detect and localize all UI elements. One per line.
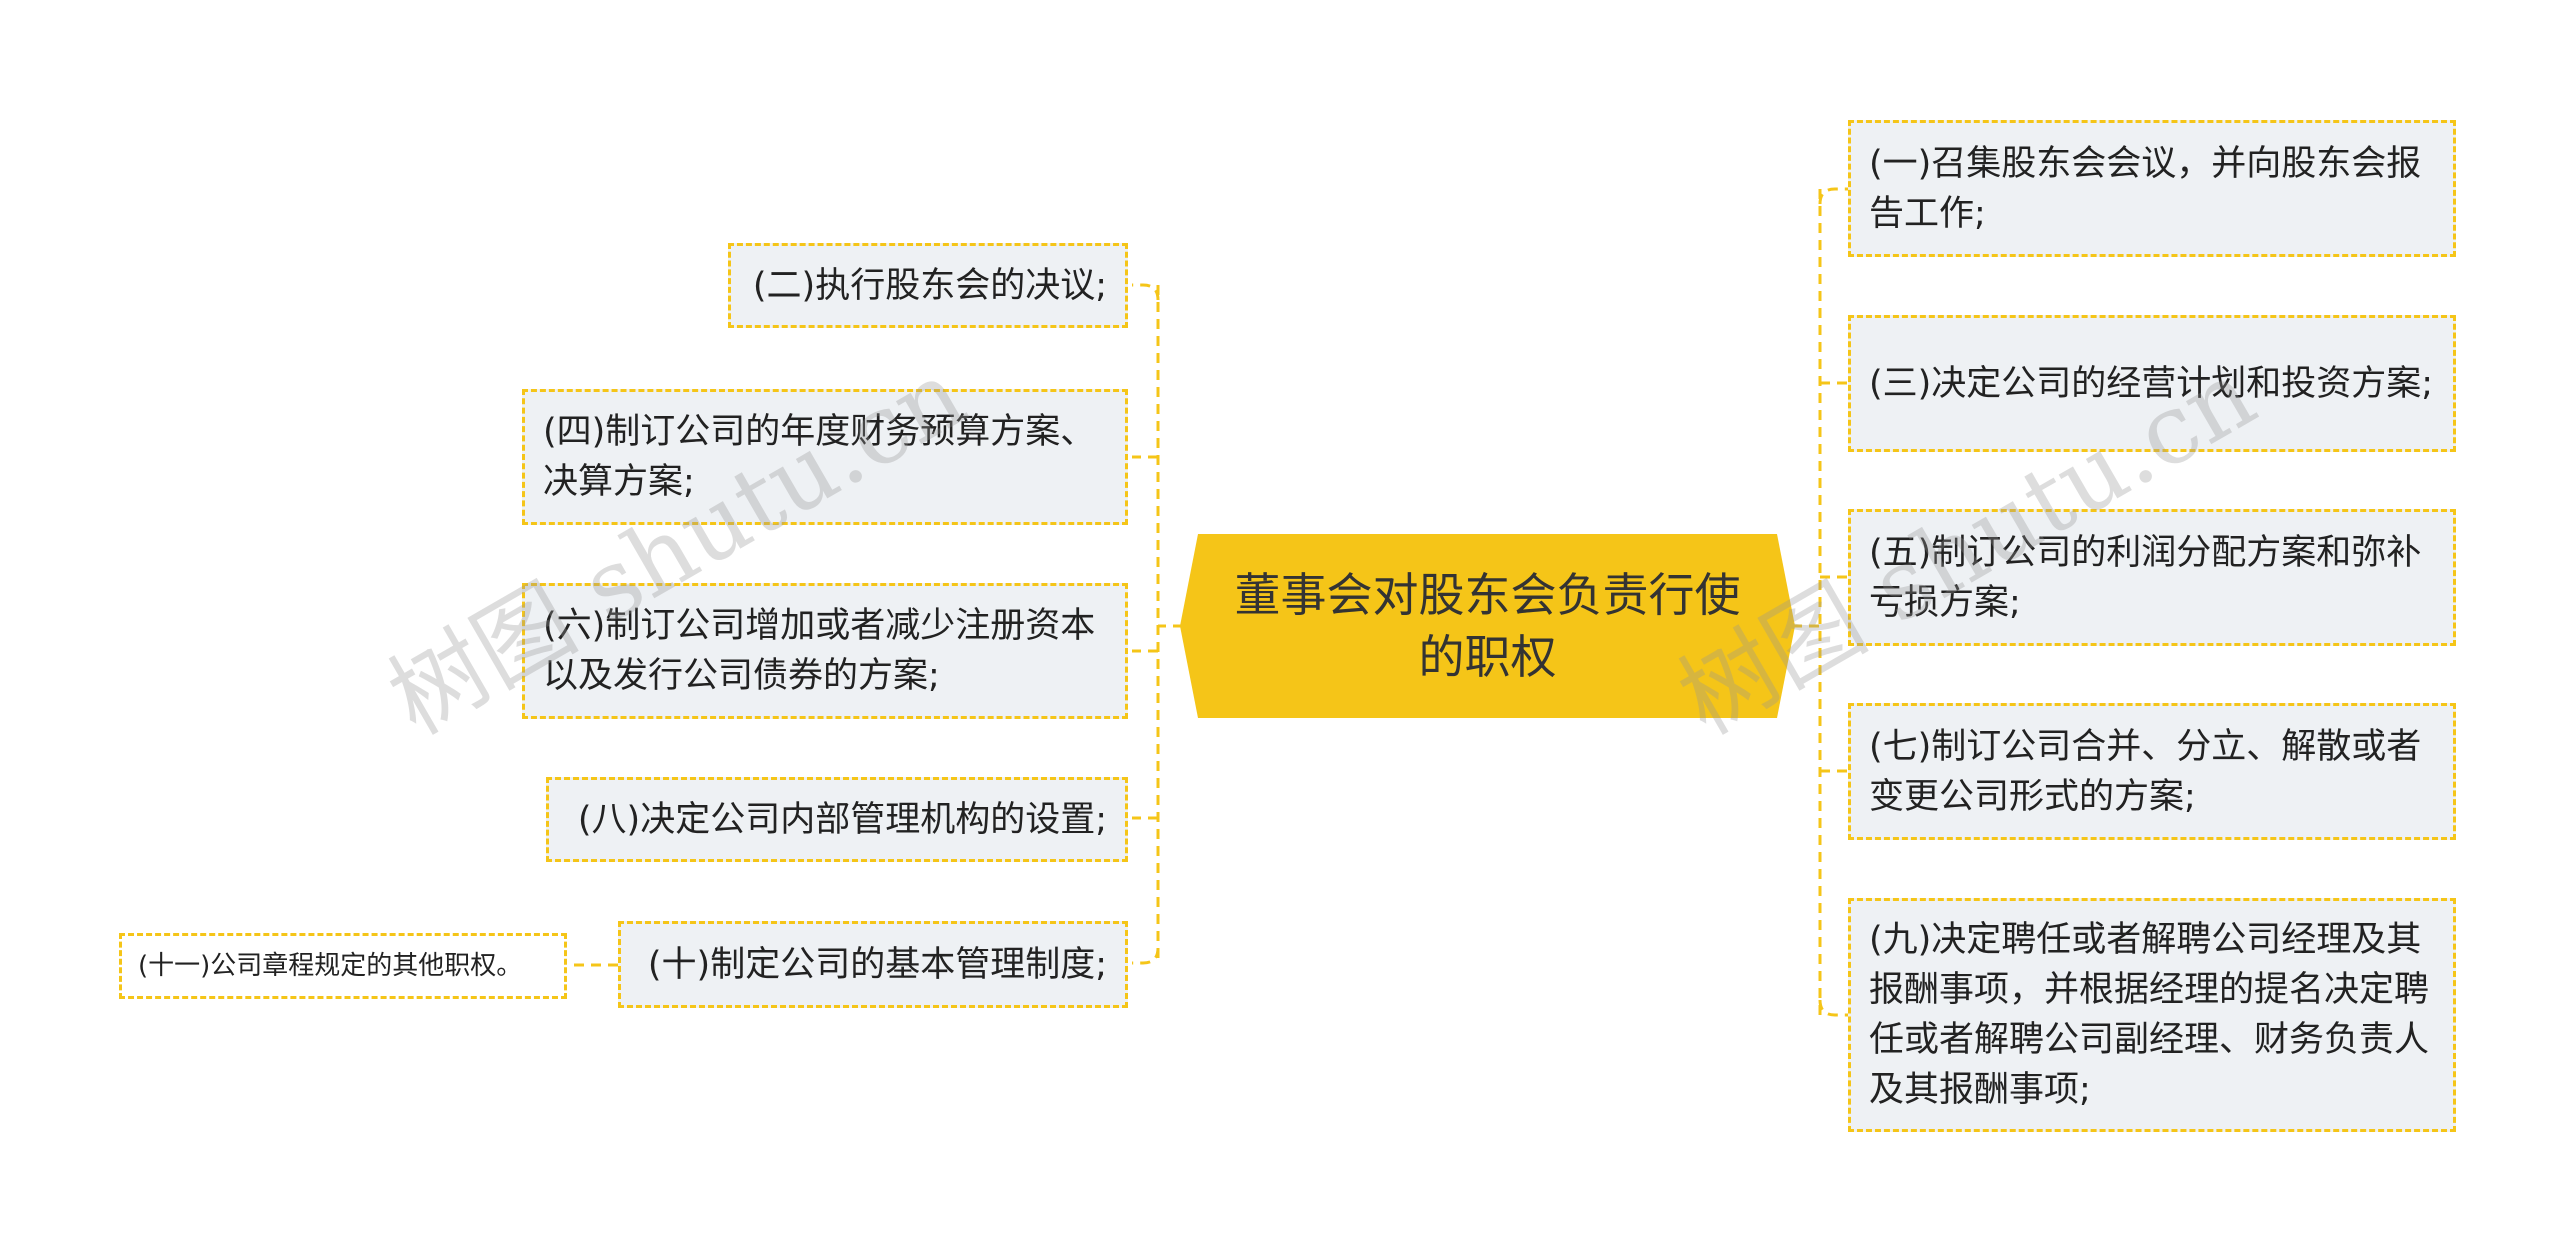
- left-subnode-11[interactable]: (十一)公司章程规定的其他职权。: [119, 933, 567, 999]
- left-node-10[interactable]: (十)制定公司的基本管理制度;: [618, 921, 1128, 1008]
- left-node-6[interactable]: (六)制订公司增加或者减少注册资本以及发行公司债券的方案;: [522, 583, 1128, 719]
- connector-left-1: [1132, 283, 1160, 301]
- left-node-8[interactable]: (八)决定公司内部管理机构的设置;: [546, 777, 1128, 862]
- left-node-4-label: (四)制订公司的年度财务预算方案、决算方案;: [543, 412, 1096, 502]
- right-node-7-label: (七)制订公司合并、分立、解散或者变更公司形式的方案;: [1869, 726, 2422, 817]
- right-node-9-label: (九)决定聘任或者解聘公司经理及其报酬事项，并根据经理的提名决定聘任或者解聘公司…: [1869, 920, 2430, 1110]
- right-node-1-label: (一)召集股东会会议，并向股东会报告工作;: [1869, 143, 2422, 234]
- central-topic-label: 董事会对股东会负责行使的职权: [1234, 568, 1741, 684]
- left-node-10-label: (十)制定公司的基本管理制度;: [647, 944, 1107, 985]
- right-node-3[interactable]: (三)决定公司的经营计划和投资方案;: [1848, 315, 2456, 452]
- left-node-4[interactable]: (四)制订公司的年度财务预算方案、决算方案;: [522, 389, 1128, 525]
- left-node-2-label: (二)执行股东会的决议;: [752, 265, 1107, 306]
- central-topic-shape: [1180, 534, 1795, 718]
- right-node-5-label: (五)制订公司的利润分配方案和弥补亏损方案;: [1869, 532, 2422, 623]
- connector-right-1: [1818, 187, 1848, 205]
- left-node-2[interactable]: (二)执行股东会的决议;: [728, 243, 1128, 328]
- connector-left-5: [1132, 947, 1160, 965]
- right-node-9[interactable]: (九)决定聘任或者解聘公司经理及其报酬事项，并根据经理的提名决定聘任或者解聘公司…: [1848, 898, 2456, 1132]
- left-node-8-label: (八)决定公司内部管理机构的设置;: [577, 799, 1107, 840]
- central-topic[interactable]: 董事会对股东会负责行使的职权: [1180, 534, 1795, 718]
- left-node-6-label: (六)制订公司增加或者减少注册资本以及发行公司债券的方案;: [543, 606, 1096, 696]
- right-node-7[interactable]: (七)制订公司合并、分立、解散或者变更公司形式的方案;: [1848, 703, 2456, 840]
- right-node-1[interactable]: (一)召集股东会会议，并向股东会报告工作;: [1848, 120, 2456, 257]
- connector-right-5: [1818, 999, 1848, 1017]
- left-subnode-11-label: (十一)公司章程规定的其他职权。: [138, 951, 523, 981]
- right-node-5[interactable]: (五)制订公司的利润分配方案和弥补亏损方案;: [1848, 509, 2456, 646]
- right-node-3-label: (三)决定公司的经营计划和投资方案;: [1869, 363, 2434, 404]
